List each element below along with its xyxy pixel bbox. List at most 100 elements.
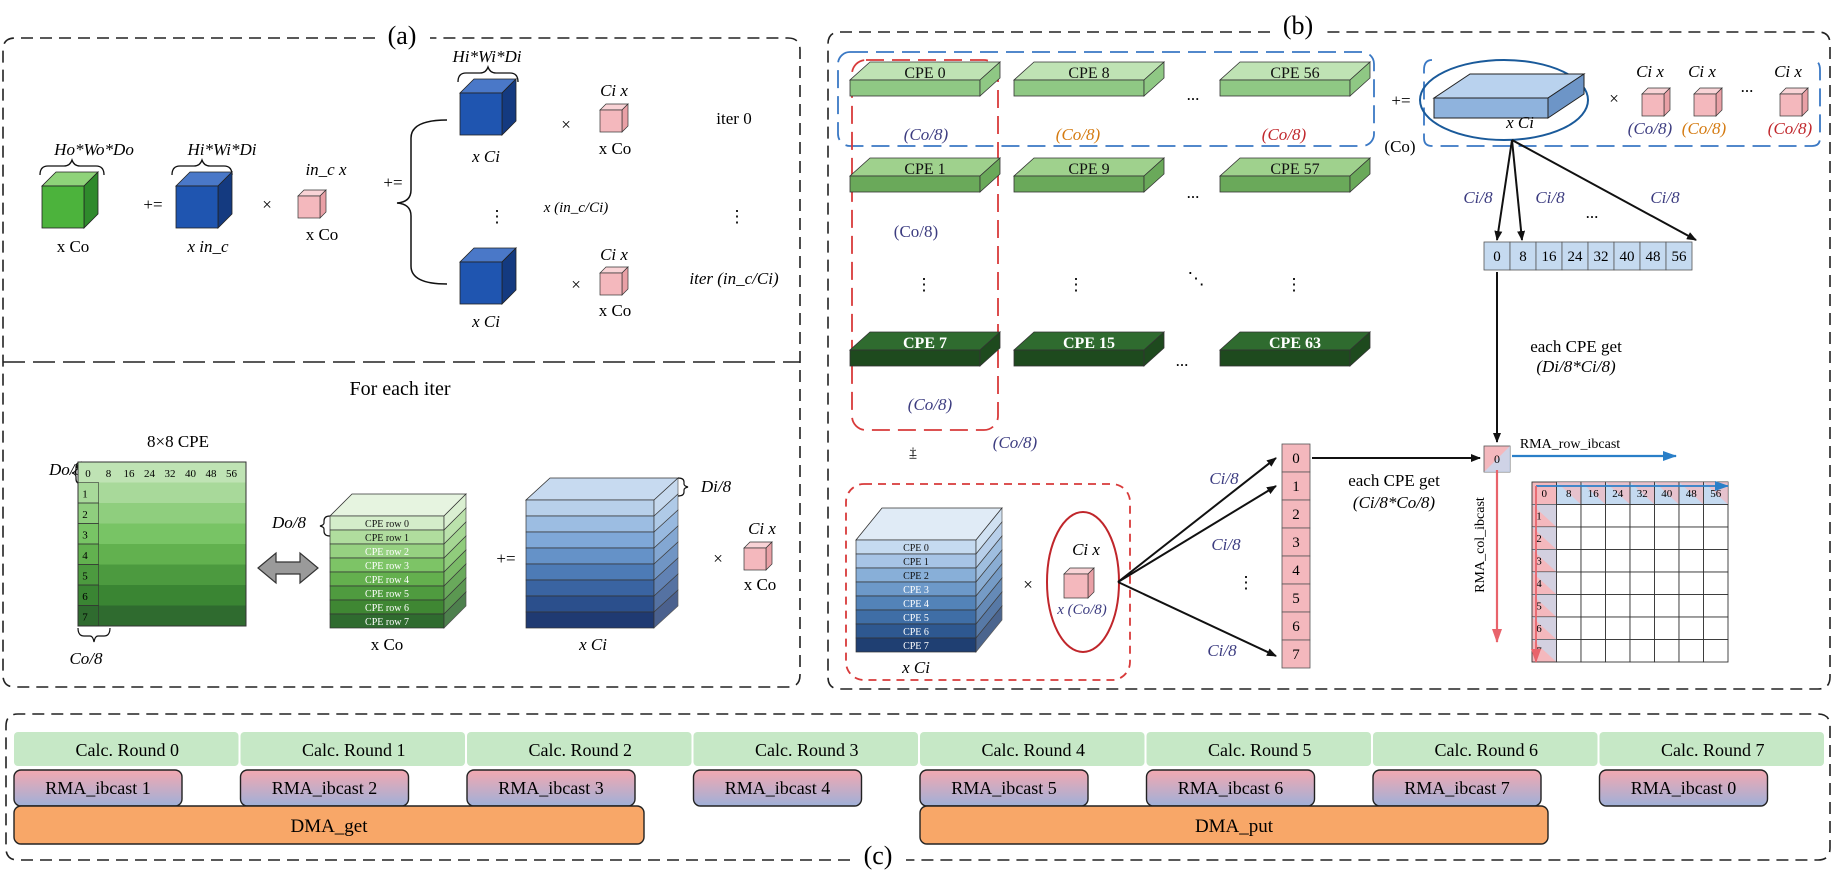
rma-grid-shade	[1532, 549, 1557, 572]
top-cell	[1665, 241, 1693, 271]
cpe-plate-front	[1219, 79, 1351, 97]
rma-grid-cell	[1556, 504, 1582, 528]
repeat-label: x (in_c/Ci)	[543, 200, 609, 216]
rma-grid-cell	[1654, 571, 1680, 595]
grid-col-label: 56	[226, 468, 238, 480]
rma-grid-shade	[1532, 594, 1557, 617]
ci-x-2: Ci x	[1774, 62, 1802, 81]
cpe-plate-label: CPE 1	[904, 161, 945, 178]
cpe-plate-label: CPE 9	[1068, 161, 1109, 178]
cpe-plate-front	[1013, 79, 1145, 97]
top-cell	[1639, 241, 1667, 271]
rma-ibcast-label: RMA_ibcast 4	[725, 778, 831, 798]
ci8-a: Ci/8	[1463, 188, 1493, 207]
rma-grid-cell	[1678, 594, 1704, 618]
rma-grid-cell	[1605, 616, 1631, 640]
blue-cube-layer	[525, 595, 655, 613]
cpe-plate-front	[849, 349, 981, 367]
col0-red-dash	[851, 59, 999, 431]
cpe-plate-label: CPE 0	[904, 65, 945, 82]
pluseq-b: +=	[1391, 91, 1410, 110]
calc-round-label: Calc. Round 2	[529, 740, 633, 760]
cpe-plate-side	[1349, 331, 1371, 367]
do8-brace-2	[319, 515, 331, 537]
vdots-2: ⋮	[729, 207, 746, 226]
top-cell	[1613, 241, 1641, 271]
rma-grid-cell	[1703, 504, 1729, 528]
stack-layer-label: CPE row 1	[365, 533, 409, 544]
times-2: ×	[713, 549, 723, 568]
rma-grid-cell	[1678, 549, 1704, 573]
in-cube	[175, 171, 233, 229]
cpe-plate-label: CPE 15	[1063, 335, 1115, 352]
rma-grid-cell	[1654, 549, 1680, 573]
panel-a: (a) Ho*Wo*Do x Co += Hi*Wi*Di x in_c × i…	[2, 21, 801, 688]
times-b: ×	[1609, 89, 1619, 108]
out-cube	[41, 171, 99, 229]
rma-grid-cell	[1580, 594, 1606, 618]
iter0-w-top: Ci x	[600, 81, 628, 100]
calc-round-bar	[1146, 732, 1371, 766]
grid-title: 8×8 CPE	[147, 432, 209, 451]
rma-grid-cell	[1654, 639, 1680, 663]
arrow-to-cell8	[1511, 139, 1526, 241]
co-paren: (Co)	[1384, 137, 1415, 156]
rma-grid-cell	[1629, 639, 1655, 663]
rma-grid-cell	[1556, 639, 1582, 663]
vertical-cell-label: 4	[1292, 563, 1300, 579]
rma-grid-cell	[1580, 549, 1606, 573]
rma-ibcast-label: RMA_ibcast 2	[272, 778, 378, 798]
dagger-sign: †	[910, 444, 917, 459]
rma-grid-row-label: 7	[1536, 646, 1542, 658]
row0-blue-dash	[837, 51, 1375, 147]
times-iter0: ×	[561, 115, 571, 134]
ci8-e: Ci/8	[1211, 535, 1241, 554]
blue-cube-layer	[525, 531, 655, 549]
rma-grid-cell	[1605, 549, 1631, 573]
rma-ibcast-label: RMA_ibcast 0	[1631, 778, 1737, 798]
calc-round-label: Calc. Round 1	[302, 740, 406, 760]
cpe-plate-front	[1013, 175, 1145, 193]
weight-top-label: in_c x	[305, 160, 347, 179]
rma-grid-shade	[1679, 482, 1704, 505]
ellipsis-b2: ...	[1741, 77, 1754, 96]
stack-ci: x Ci	[901, 658, 930, 677]
right-weight-cubes	[1641, 87, 1809, 117]
right-cube-front	[1779, 93, 1803, 117]
vertical-cell-label: 1	[1292, 479, 1300, 495]
blue-count: x Ci	[578, 635, 607, 654]
iterN-weight-cube	[599, 266, 629, 296]
cpe-plate-side	[979, 157, 1001, 193]
rma-grid-cell	[1678, 616, 1704, 640]
out-dims-label: Ho*Wo*Do	[53, 140, 134, 159]
panel-b-label: (b)	[1283, 11, 1313, 40]
bstack-layer-label: CPE 5	[903, 613, 929, 624]
dma-get-label: DMA_get	[290, 816, 368, 837]
rma-grid-cell	[1580, 639, 1606, 663]
blue-cube-layer	[525, 499, 655, 517]
rma-grid-cell	[1654, 616, 1680, 640]
iterN-label: iter (in_c/Ci)	[689, 269, 779, 288]
vertical-cell-label: 6	[1292, 619, 1300, 635]
rma-grid-cell	[1703, 549, 1729, 573]
stack-layer-label: CPE row 0	[365, 519, 409, 530]
calc-round-label: Calc. Round 4	[982, 740, 1086, 760]
stack-layer-label: CPE row 4	[365, 575, 409, 586]
stack-layer-label: CPE row 5	[365, 589, 409, 600]
iterN-w-bottom: x Co	[599, 301, 632, 320]
rma-grid-row-label: 4	[1536, 578, 1542, 590]
rma-grid-cell	[1703, 616, 1729, 640]
grid-row-band	[78, 462, 246, 483]
each-cpe-get-2b: (Ci/8*Co/8)	[1353, 493, 1436, 512]
pluseq-3: +=	[496, 549, 515, 568]
ellipsis-r2: ...	[1176, 351, 1189, 370]
vertical-cell-label: 7	[1292, 647, 1300, 663]
calc-round-label: Calc. Round 5	[1208, 740, 1312, 760]
rma-grid-cell	[1629, 504, 1655, 528]
rma-grid-cell	[1703, 571, 1729, 595]
